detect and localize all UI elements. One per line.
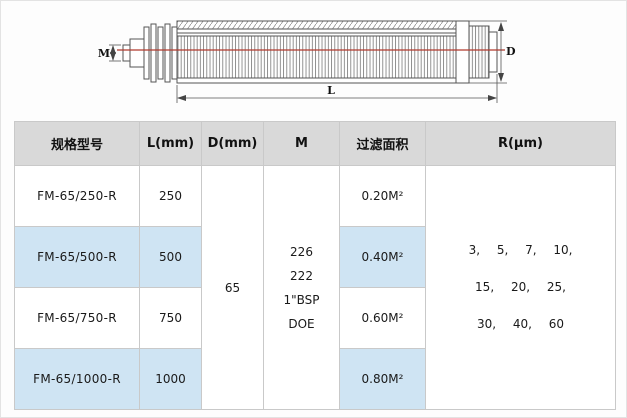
micron-line: 3, 5, 7, 10, [468, 243, 573, 257]
table-row: FM-65/250-R 250 65 226 222 1"BSP DOE 0.2… [14, 165, 616, 410]
table-row: FM-65/750-R 750 0.60M² [14, 287, 616, 349]
table-row: FM-65/500-R 500 0.40M² [14, 226, 616, 288]
filter-drawing-svg: L D M [98, 20, 516, 103]
connection-line: DOE [288, 316, 315, 331]
cell-filter-area: 0.60M² [339, 287, 426, 349]
header-model: 规格型号 [14, 121, 140, 166]
spec-table: 规格型号 L(mm) D(mm) M 过滤面积 R(μm) FM-65/250-… [14, 121, 616, 410]
cell-filter-area: 0.80M² [339, 348, 426, 410]
cell-filter-area: 0.40M² [339, 226, 426, 288]
dim-label-l: L [327, 84, 335, 97]
header-micron-rating: R(μm) [425, 121, 616, 166]
cell-connection-merged: 226 222 1"BSP DOE [263, 165, 340, 410]
filter-left-end-cap [122, 23, 178, 83]
filter-body [176, 20, 457, 84]
cell-diameter-merged: 65 [201, 165, 264, 410]
connection-line: 226 [290, 244, 313, 259]
cell-filter-area: 0.20M² [339, 165, 426, 227]
cell-length: 500 [139, 226, 202, 288]
cell-length: 250 [139, 165, 202, 227]
spec-table-wrap: 规格型号 L(mm) D(mm) M 过滤面积 R(μm) FM-65/250-… [1, 121, 626, 410]
table-row: FM-65/1000-R 1000 0.80M² [14, 348, 616, 410]
dim-label-d: D [506, 45, 516, 58]
header-length: L(mm) [139, 121, 202, 166]
cell-model: FM-65/750-R [14, 287, 140, 349]
header-diameter: D(mm) [201, 121, 264, 166]
filter-right-end-cap [455, 20, 498, 84]
filter-technical-drawing: L D M [1, 3, 626, 121]
micron-line: 15, 20, 25, [475, 280, 566, 294]
header-row: 规格型号 L(mm) D(mm) M 过滤面积 R(μm) [14, 121, 616, 166]
cell-length: 750 [139, 287, 202, 349]
cell-model: FM-65/250-R [14, 165, 140, 227]
connection-line: 222 [290, 268, 313, 283]
micron-line: 30, 40, 60 [476, 317, 565, 331]
dim-label-m: M [98, 47, 110, 60]
connection-line: 1"BSP [283, 292, 320, 307]
dimension-lines [109, 20, 507, 103]
cell-micron-merged: 3, 5, 7, 10, 15, 20, 25, 30, 40, 60 [425, 165, 616, 410]
cell-model: FM-65/1000-R [14, 348, 140, 410]
header-filter-area: 过滤面积 [339, 121, 426, 166]
cell-model: FM-65/500-R [14, 226, 140, 288]
header-connection: M [263, 121, 340, 166]
cell-length: 1000 [139, 348, 202, 410]
